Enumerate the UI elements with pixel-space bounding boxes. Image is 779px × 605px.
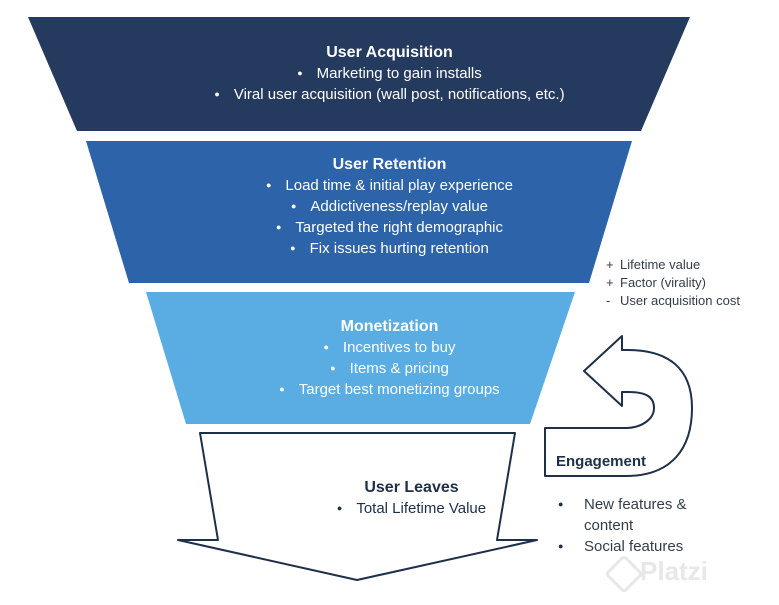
stage-title: User Leaves [364, 479, 459, 496]
stage-item: Marketing to gain installs [0, 63, 779, 84]
stage-item: Addictiveness/replay value [0, 196, 779, 217]
metric-symbol: - [606, 293, 611, 308]
stage-item: Viral user acquisition (wall post, notif… [0, 84, 779, 105]
stage-item: Fix issues hurting retention [0, 238, 779, 259]
stage-monetization: Monetization Incentives to buy Items & p… [0, 317, 779, 400]
metric-text: User acquisition cost [620, 293, 740, 308]
stage-item: Load time & initial play experience [0, 175, 779, 196]
stage-title: User Retention [332, 156, 447, 173]
metric-symbol: + [606, 257, 614, 272]
engagement-label: Engagement [556, 453, 647, 470]
stage-user-retention: User Retention Load time & initial play … [0, 155, 779, 259]
metrics-list: + Lifetime value + Factor (virality) -User… [606, 256, 740, 310]
engagement-item: New features & content [556, 494, 724, 536]
metric-item: + Factor (virality) [606, 274, 740, 292]
engagement-list: New features & content Social features [556, 494, 724, 557]
stage-title: Monetization [340, 318, 439, 335]
metric-item: + Lifetime value [606, 256, 740, 274]
stage-title: User Acquisition [326, 44, 453, 61]
stage-user-acquisition: User Acquisition Marketing to gain insta… [0, 43, 779, 105]
stage-user-leaves: User Leaves Total Lifetime Value [22, 478, 779, 519]
watermark: Platzi [640, 556, 708, 586]
metric-text: Lifetime value [620, 257, 701, 272]
stage-item: Items & pricing [0, 358, 779, 379]
stage-item: Incentives to buy [0, 337, 779, 358]
metric-symbol: + [606, 275, 614, 290]
stage-item: Target best monetizing groups [0, 379, 779, 400]
stage-item: Total Lifetime Value [22, 498, 779, 519]
stage-item: Targeted the right demographic [0, 217, 779, 238]
metric-text: Factor (virality) [620, 275, 706, 290]
metric-item: -User acquisition cost [606, 292, 740, 310]
engagement-item: Social features [556, 536, 724, 557]
